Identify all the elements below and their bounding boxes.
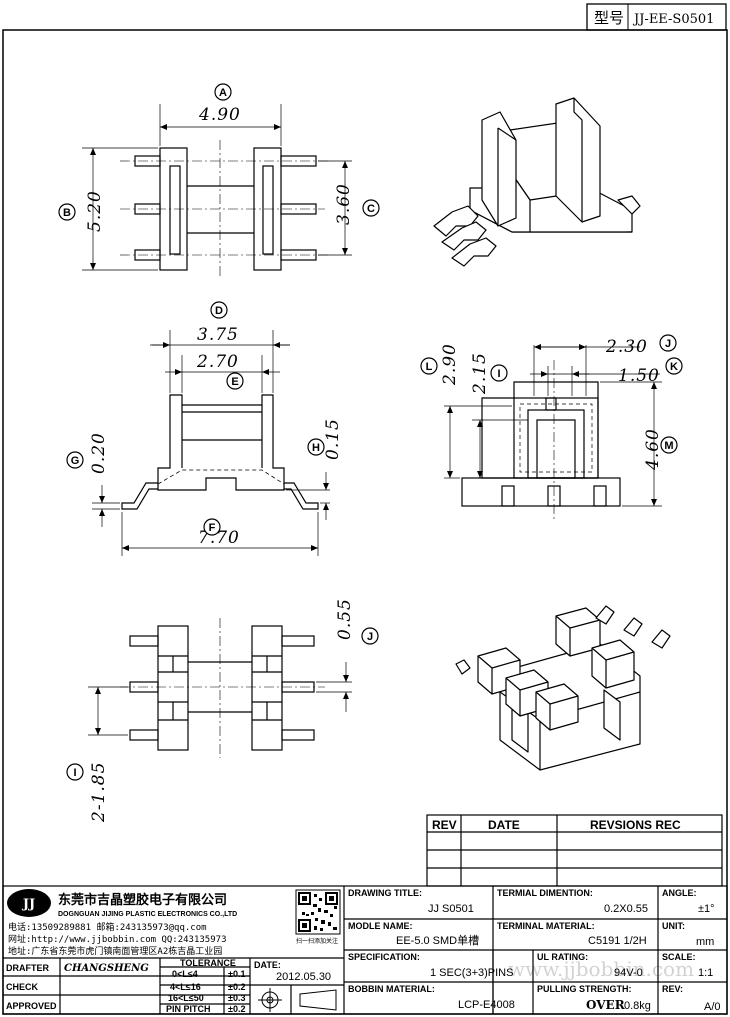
side-view	[444, 344, 662, 520]
dim-top-pin-span: 3.60	[334, 183, 354, 225]
label-l: L	[426, 361, 433, 373]
tol-value-4: ±0.2	[228, 1004, 245, 1014]
dim-front-outer: 3.75	[197, 325, 239, 345]
label-i-side: I	[497, 368, 500, 380]
pulling-label: PULLING STRENGTH:	[537, 984, 632, 994]
pulling-main: OVER	[586, 998, 626, 1012]
rev-label: REV:	[662, 984, 683, 994]
dim-side-slot: 1.50	[618, 366, 660, 386]
drawing-title-value: JJ S0501	[428, 903, 474, 915]
dim-front-inner: 2.70	[196, 352, 239, 372]
rev-header: REV	[432, 818, 457, 832]
date-label: DATE:	[254, 960, 281, 970]
bottom-view	[88, 618, 352, 758]
label-j-side: J	[665, 338, 671, 350]
company-contact-1: 电话:13509289881 邮箱:243135973@qq.com	[8, 921, 207, 933]
check-label: CHECK	[6, 982, 39, 992]
tolerance-label: TOLERANCE	[180, 958, 236, 968]
tol-value-2: ±0.2	[228, 982, 245, 992]
dim-bottom-pin: 0.55	[335, 598, 355, 640]
label-e: E	[231, 376, 238, 388]
qr-caption: 扫一扫添加关注	[296, 937, 338, 945]
spec-label: SPECIFICATION:	[348, 952, 420, 962]
dim-top-height: 5.20	[85, 190, 105, 232]
dim-side-width: 2.30	[605, 337, 648, 357]
tol-range-2: 4<L≤16	[170, 982, 201, 992]
dim-side-total: 4.60	[643, 428, 663, 471]
revision-table	[426, 814, 723, 887]
logo-text: JJ	[22, 897, 35, 912]
label-g: G	[71, 455, 80, 467]
tol-range-3: 16<L≤50	[168, 993, 204, 1003]
model-name-value: EE-5.0 SMD单槽	[396, 934, 479, 947]
label-b: B	[63, 207, 71, 219]
sheet-border	[2, 29, 728, 1015]
spec-value: 1 SEC(3+3)PINS	[430, 967, 513, 979]
drawing-title-label: DRAWING TITLE:	[348, 888, 422, 898]
terminal-dim-label: TERMIAL DIMENTION:	[497, 888, 593, 898]
isometric-view-bottom	[455, 605, 671, 771]
tol-range-4: PIN PITCH	[166, 1004, 211, 1014]
company-name-cn: 东莞市吉晶塑胶电子有限公司	[58, 892, 227, 907]
label-j-bottom: J	[367, 631, 373, 643]
qr-code	[295, 889, 341, 935]
unit-label: UNIT:	[662, 921, 685, 931]
drafter-signature: CHANGSHENG	[64, 963, 149, 974]
pulling-value: 0.8kg	[624, 1000, 651, 1012]
label-c: C	[367, 203, 375, 215]
bobbin-mat-value: LCP-E4008	[458, 999, 515, 1011]
front-view	[92, 330, 330, 556]
angle-value: ±1°	[698, 903, 715, 915]
label-f: F	[209, 522, 216, 534]
tol-range-1: 0<L≤4	[172, 969, 198, 979]
company-address: 地址:广东省东莞市虎门镇南面管理区A2栋吉晶工业园	[8, 945, 222, 957]
label-d: D	[215, 305, 223, 317]
terminal-dim-value: 0.2X0.55	[604, 903, 648, 915]
bobbin-mat-label: BOBBIN MATERIAL:	[348, 984, 435, 994]
company-logo: JJ	[7, 889, 51, 917]
label-h: H	[312, 442, 320, 454]
ul-label: UL RATING:	[537, 952, 588, 962]
label-a: A	[219, 87, 227, 99]
dim-side-inner: 2.15	[470, 352, 490, 395]
top-view	[82, 104, 352, 278]
ul-value: 94V-0	[614, 967, 643, 979]
scale-label: SCALE:	[662, 952, 696, 962]
label-m: M	[664, 440, 673, 452]
company-name-en: DOGNGUAN JIJING PLASTIC ELECTRONICS CO.,…	[58, 911, 237, 918]
watermark: www.jjbobbin.com	[508, 957, 694, 981]
dim-top-width: 4.90	[198, 105, 241, 125]
unit-value: mm	[696, 936, 714, 948]
dim-front-clear: 0.15	[323, 418, 343, 460]
isometric-view-top	[433, 97, 641, 267]
approved-label: APPROVED	[6, 1001, 57, 1011]
dim-bottom-pitch: 2-1.85	[89, 762, 109, 823]
tol-value-1: ±0.1	[228, 969, 245, 979]
circle-label-letters: A B C D E G H F I J J K I L M	[63, 87, 678, 779]
company-contact-2: 网址:http://www.jjbobbin.com QQ:243135973	[8, 933, 226, 945]
tol-value-3: ±0.3	[228, 993, 245, 1003]
rev-value: A/0	[704, 1001, 721, 1013]
dim-side-height: 2.90	[440, 343, 460, 386]
model-label: 型号	[594, 9, 624, 27]
terminal-mat-label: TERMINAL MATERIAL:	[497, 921, 595, 931]
model-number-box: 型号 JJ-EE-S0501	[586, 3, 727, 31]
label-k: K	[670, 361, 678, 373]
terminal-mat-value: C5191 1/2H	[588, 935, 647, 947]
dim-front-pin-thk: 0.20	[89, 432, 109, 474]
angle-label: ANGLE:	[662, 888, 697, 898]
model-value: JJ-EE-S0501	[632, 12, 714, 27]
circle-labels	[58, 83, 683, 781]
drafter-label: DRAFTER	[6, 963, 49, 973]
revisions-header: REVSIONS REC	[590, 818, 681, 832]
model-name-label: MODLE NAME:	[348, 921, 413, 931]
label-i-bottom: I	[73, 767, 76, 779]
date-header: DATE	[488, 818, 520, 832]
projection-symbol	[258, 988, 337, 1012]
title-block-grid	[2, 885, 728, 1015]
scale-value: 1:1	[698, 967, 713, 979]
date-value: 2012.05.30	[276, 971, 331, 983]
